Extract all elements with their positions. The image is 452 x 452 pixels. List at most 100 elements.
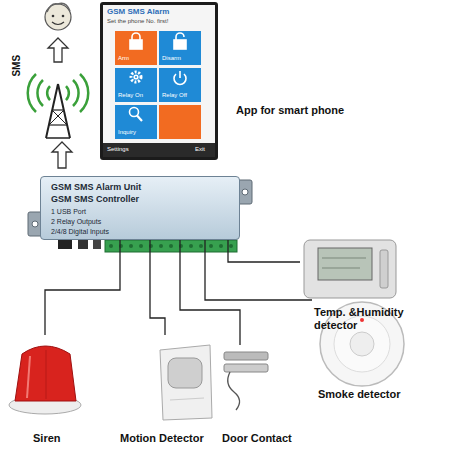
dome-highlight — [27, 356, 30, 398]
unlock-icon — [174, 40, 186, 49]
app-label: App for smart phone — [236, 104, 344, 117]
gear-icon — [131, 72, 141, 82]
node-text: Settings — [107, 146, 129, 153]
pir-lens — [168, 358, 202, 388]
tower-brace — [49, 110, 64, 125]
node-text: Siren — [33, 432, 61, 445]
person-mouth — [52, 22, 64, 25]
screen-line — [322, 258, 366, 259]
tower-leg — [58, 84, 70, 138]
mounting-hole — [32, 221, 38, 227]
signal-wave — [80, 74, 88, 112]
sensor-node: Motion Detector — [118, 335, 213, 447]
person-head — [45, 4, 71, 30]
wire-connector — [45, 240, 120, 335]
sensor-node: Temp. &Humidity detector — [300, 236, 420, 336]
up-arrow — [48, 38, 68, 62]
node-text: Relay Off — [162, 92, 187, 99]
sensor-vent — [380, 250, 388, 288]
dome-ridge — [46, 350, 47, 399]
power-icon — [174, 74, 186, 84]
controller-box: GSM SMS Alarm UnitGSM SMS Controller 1 US… — [40, 176, 240, 240]
signal-wave — [73, 80, 79, 106]
motion-detector-device — [160, 345, 212, 420]
terminal-screw — [109, 244, 113, 248]
tower-icon — [28, 74, 89, 138]
signal-wave — [37, 80, 43, 106]
device-screen — [318, 248, 372, 280]
node-text: Door Contact — [222, 432, 292, 445]
sensor-node: Door Contact — [218, 345, 300, 447]
app-tile: Relay On — [115, 68, 157, 102]
tower-brace — [52, 109, 64, 110]
body-line — [170, 398, 204, 400]
magnifier-handle — [137, 116, 142, 122]
terminal-screw — [129, 244, 133, 248]
tower-brace — [49, 124, 67, 125]
device-body — [160, 345, 212, 420]
person-hair — [47, 3, 70, 12]
terminal-screw — [229, 244, 233, 248]
node-text: Disarm — [162, 55, 181, 62]
device-center — [350, 332, 374, 356]
node-text: Smoke detector — [318, 388, 401, 401]
siren-dome — [15, 346, 76, 401]
terminal-screw — [189, 244, 193, 248]
wire-connector — [150, 240, 165, 335]
signal-wave — [28, 74, 36, 112]
power-bar — [179, 71, 181, 78]
sensor-node: Siren — [5, 335, 90, 447]
lock-shackle — [132, 33, 140, 40]
node-text: Exit — [195, 146, 205, 153]
node-text: 2 Relay Outputs — [51, 218, 101, 226]
terminal-screw — [209, 244, 213, 248]
magnet-block — [224, 352, 268, 360]
up-arrow — [52, 142, 72, 168]
signal-wave — [47, 86, 50, 100]
terminal-screw — [119, 244, 123, 248]
gear-hub — [134, 75, 138, 79]
magnifier-icon — [130, 108, 139, 117]
temp-humidity-device — [304, 240, 396, 298]
door-contact-device — [224, 352, 268, 410]
phone-screen: Arm DisarmRelay On Relay OffInquiry GSM SMS… — [100, 2, 218, 160]
node-text: Temp. &Humidity detector — [314, 306, 414, 331]
node-text: GSM SMS Controller — [51, 194, 139, 204]
lock-icon — [130, 40, 142, 49]
siren-device — [9, 346, 81, 414]
tower-leg — [46, 84, 58, 138]
person-icon — [45, 3, 71, 30]
mounting-hole — [242, 189, 248, 195]
node-text: Arm — [118, 55, 129, 62]
terminal-screw — [179, 244, 183, 248]
signal-wave — [66, 86, 69, 100]
node-text: GSM SMS Alarm — [107, 7, 169, 16]
tower-brace — [52, 110, 67, 125]
unlock-shackle — [176, 33, 184, 40]
device-body — [304, 240, 396, 298]
sensor-node: Smoke detector — [312, 280, 432, 400]
app-tile: Inquiry — [115, 105, 157, 139]
status-led — [360, 318, 364, 322]
node-text: Set the phone No. first! — [107, 18, 213, 25]
node-text: 1 USB Port — [51, 208, 86, 216]
wire-connector — [180, 240, 240, 345]
node-text: GSM SMS Alarm Unit — [51, 182, 141, 192]
switch-block — [224, 364, 268, 372]
port-connector — [58, 240, 72, 249]
node-text: 2/4/8 Digital Inputs — [51, 228, 109, 236]
node-text: Motion Detector — [120, 432, 204, 445]
screen-line — [322, 268, 360, 269]
terminal-screws — [109, 244, 233, 248]
tile-icons — [130, 33, 187, 121]
terminal-strip — [105, 240, 237, 252]
mounting-ear — [238, 180, 252, 204]
terminal-screw — [219, 244, 223, 248]
signal-label: SMS — [11, 55, 23, 77]
app-tile: Arm — [115, 31, 157, 65]
wire-connector — [205, 240, 312, 300]
node-text: Inquiry — [118, 129, 136, 136]
tower-base — [46, 137, 70, 139]
